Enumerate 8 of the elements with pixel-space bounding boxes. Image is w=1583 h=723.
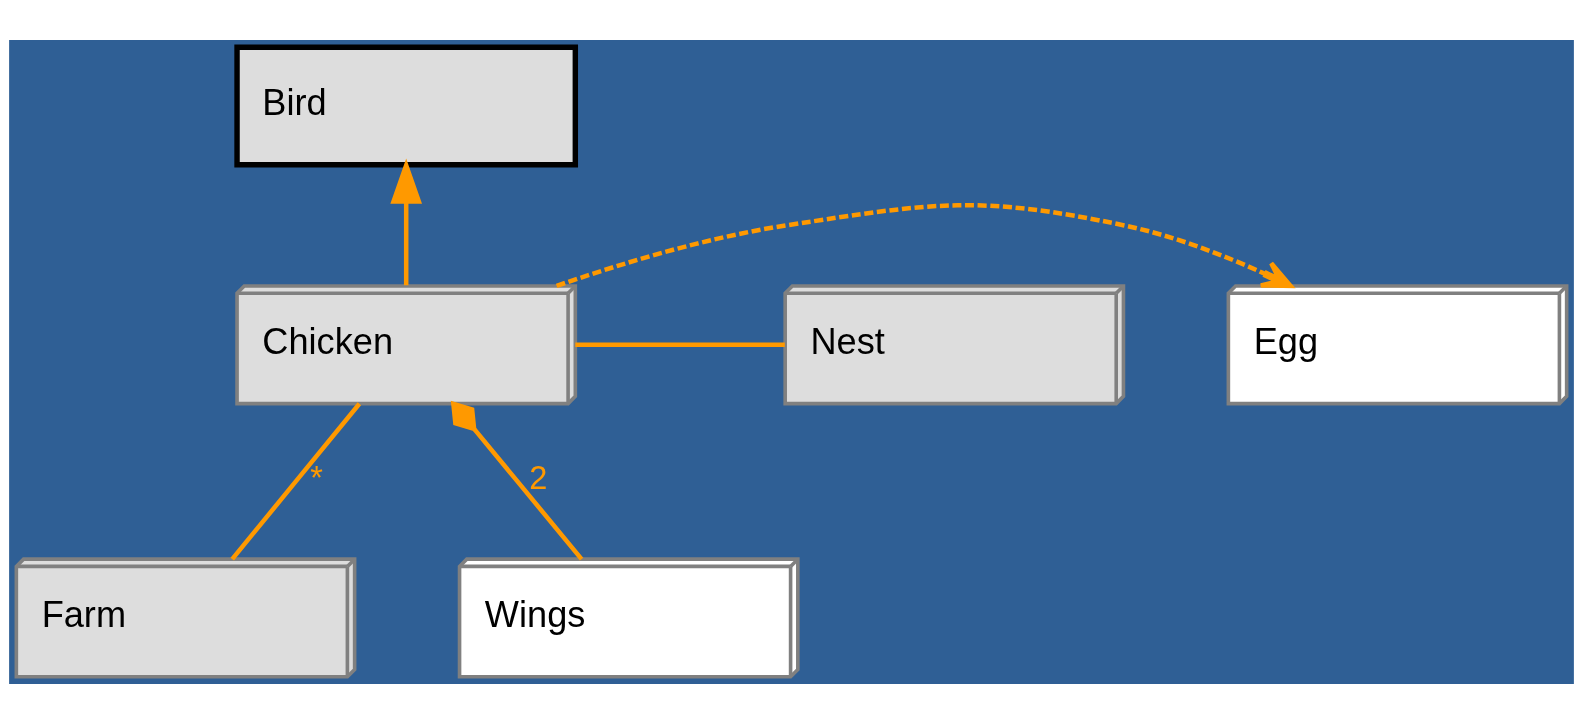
arrow: [555, 202, 1293, 288]
node-box: Bird: [234, 44, 579, 168]
connector: [230, 401, 362, 561]
edge-label: 2: [529, 459, 548, 496]
connector: [450, 400, 584, 561]
edge-label: *: [310, 459, 323, 496]
arrow: [390, 158, 423, 285]
connector: [575, 342, 785, 347]
